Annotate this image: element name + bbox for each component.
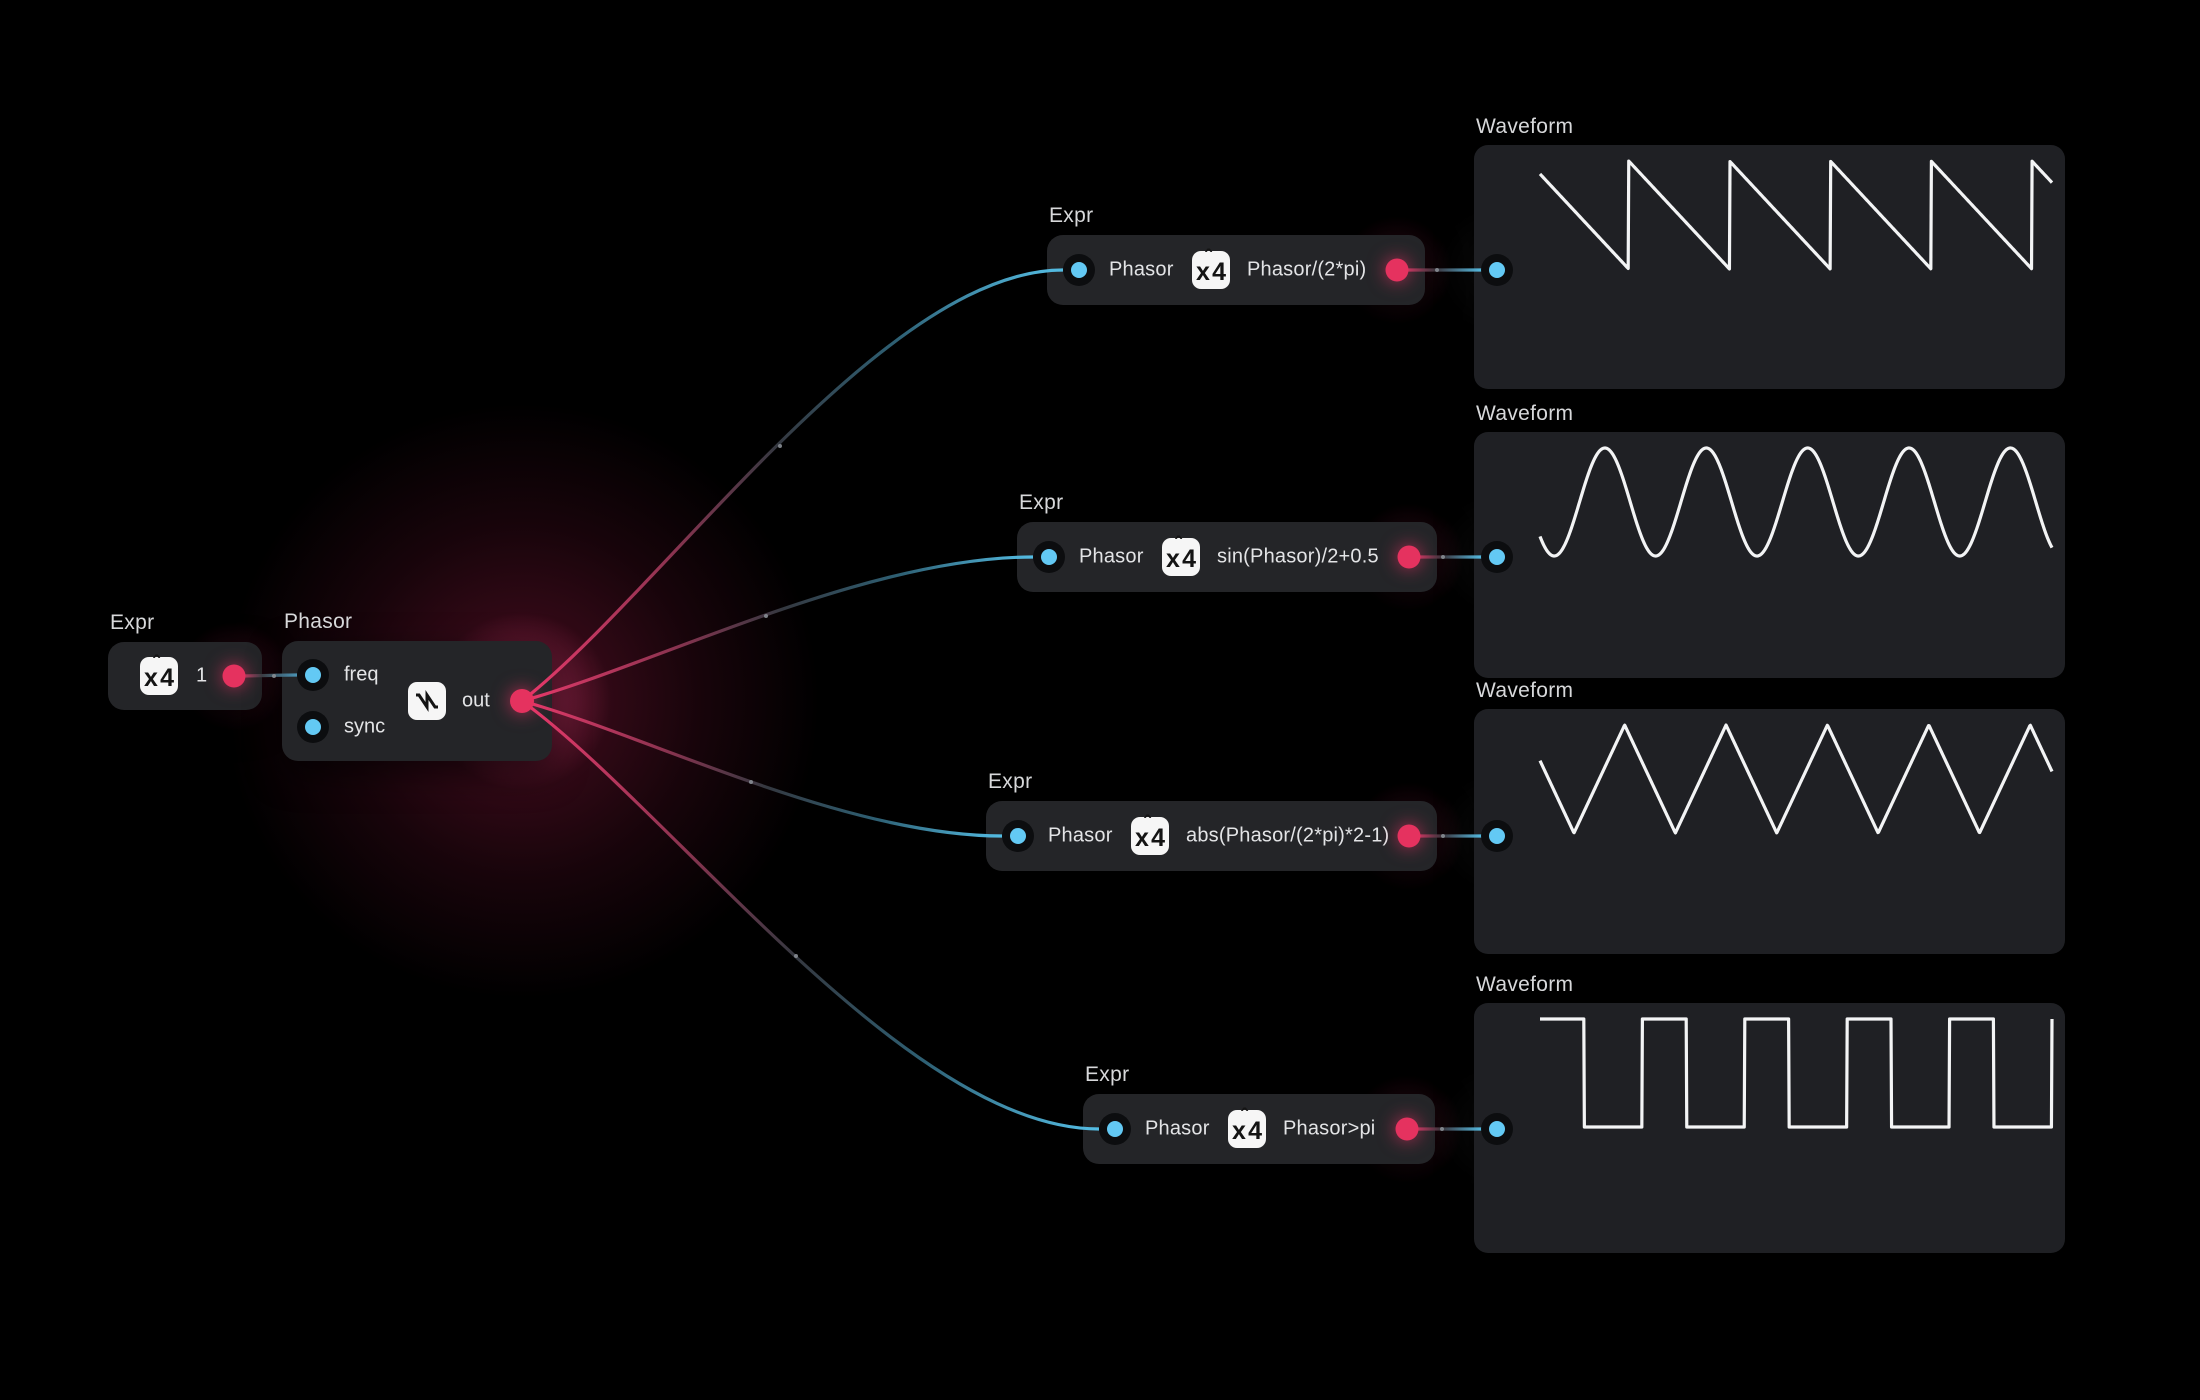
node-title: Phasor [284,610,353,633]
wire-flow-dot [794,954,798,958]
waveform1-input-port[interactable] [1481,254,1513,286]
output-label: out [462,689,490,712]
panel-title: Waveform [1476,402,1574,425]
panel-title: Waveform [1476,973,1574,996]
waveform-panel-4[interactable]: Waveform [1474,973,2065,1253]
phasor-output-port[interactable] [510,689,534,713]
triangle-waveform-plot [1538,723,2054,835]
expr3-input-port[interactable] [1002,820,1034,852]
node-title: Expr [1085,1063,1130,1086]
node-title: Expr [110,611,155,634]
sine-waveform-plot [1538,446,2054,558]
input-label-sync: sync [344,715,386,738]
phasor-node[interactable]: Phasor freq sync out [282,610,552,761]
input-label: Phasor [1079,545,1144,568]
freq-input-port[interactable] [297,659,329,691]
expr2-output-port[interactable] [1397,545,1421,569]
node-title: Expr [1019,491,1064,514]
expr4-input-port[interactable] [1099,1113,1131,1145]
node-title: Expr [988,770,1033,793]
waveform-panel-2[interactable]: Waveform [1474,402,2065,678]
input-label: Phasor [1048,824,1113,847]
input-label-freq: freq [344,663,379,686]
panel-title: Waveform [1476,679,1574,702]
wire-phasor-to-expr3 [521,699,1003,838]
wire-phasor-to-expr4 [521,699,1100,1131]
input-label: Phasor [1145,1117,1210,1140]
wire-flow-dot [272,674,276,678]
expr-source-output-port[interactable] [222,664,246,688]
sawtooth-waveform-plot [1538,159,2054,271]
wire-flow-dot [1441,834,1445,838]
panel-title: Waveform [1476,115,1574,138]
wire-phasor-to-expr1 [521,268,1064,703]
wire-flow-dot [764,614,768,618]
waveform-panel-3[interactable]: Waveform [1474,679,2065,954]
wire-phasor-to-expr2 [521,555,1034,703]
expr4-output-port[interactable] [1395,1117,1419,1141]
wire-flow-dot [749,780,753,784]
waveform2-input-port[interactable] [1481,541,1513,573]
wire-flow-dot [1440,1127,1444,1131]
expression-text[interactable]: sin(Phasor)/2+0.5 [1217,545,1379,568]
wire-flow-dot [1441,555,1445,559]
waveform3-input-port[interactable] [1481,820,1513,852]
input-label: Phasor [1109,258,1174,281]
expr3-output-port[interactable] [1397,824,1421,848]
expr1-output-port[interactable] [1385,258,1409,282]
waveform4-input-port[interactable] [1481,1113,1513,1145]
expr1-input-port[interactable] [1063,254,1095,286]
expression-text[interactable]: abs(Phasor/(2*pi)*2-1) [1186,824,1390,847]
expression-text[interactable]: Phasor/(2*pi) [1247,258,1367,281]
wire-flow-dot [1435,268,1439,272]
waveform-panel-1[interactable]: Waveform [1474,115,2065,389]
expression-text[interactable]: Phasor>pi [1283,1117,1376,1140]
square-waveform-plot [1538,1017,2054,1129]
sawtooth-wave-icon [408,682,446,720]
wire-flow-dot [778,444,782,448]
node-title: Expr [1049,204,1094,227]
sync-input-port[interactable] [297,711,329,743]
expr2-input-port[interactable] [1033,541,1065,573]
expr-value[interactable]: 1 [196,664,208,687]
